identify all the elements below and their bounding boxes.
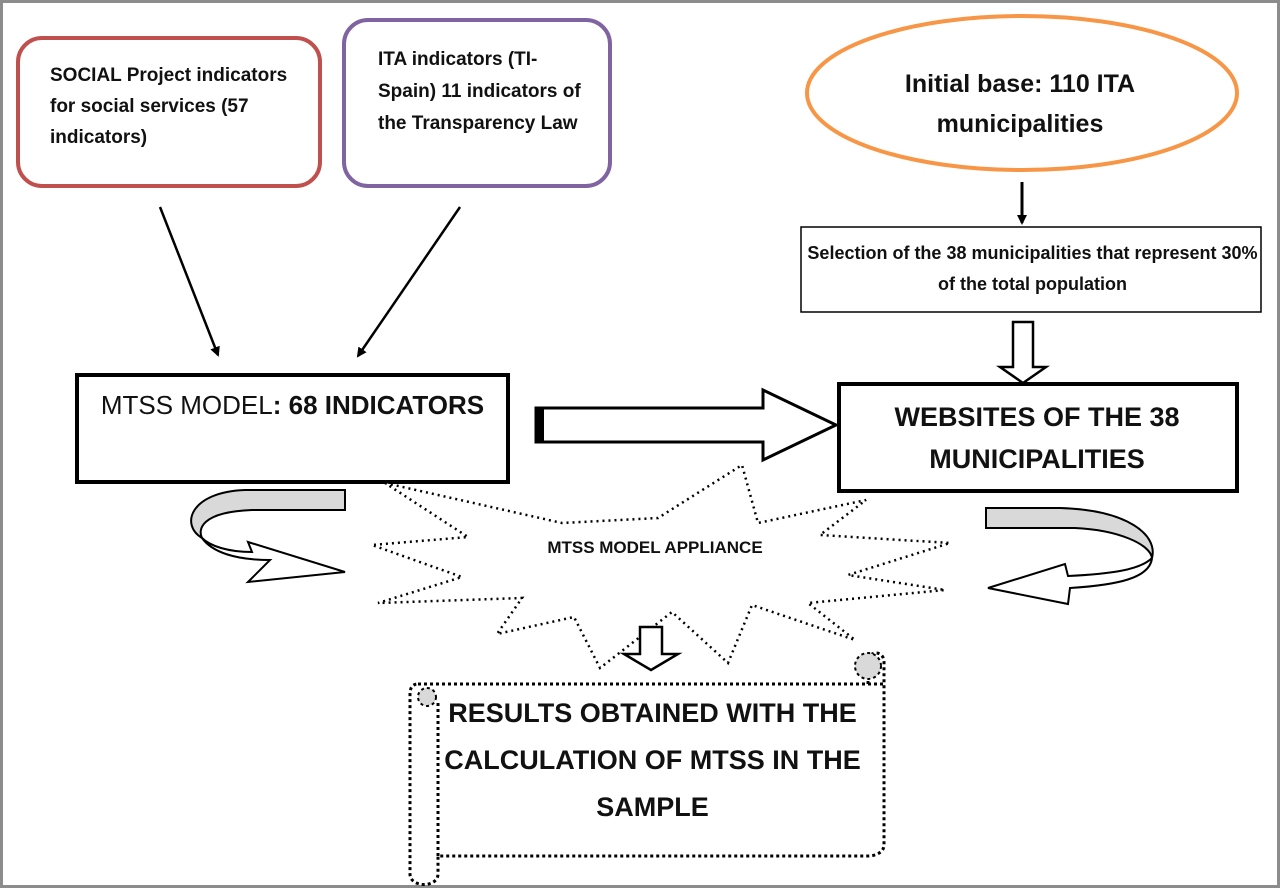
mtss-model-box: [75, 373, 510, 484]
ita-indicators-box: [342, 18, 612, 188]
selection-box: [800, 226, 1262, 313]
arrow-social-to-model: [158, 206, 220, 357]
websites-box: [837, 382, 1239, 493]
mtss-model-title: MTSS MODEL: 68 INDICATORS: [80, 390, 505, 421]
arrow-ita-to-model: [356, 206, 462, 358]
social-indicators-text: SOCIAL Project indicators for social ser…: [50, 65, 288, 148]
curved-arrow-right: [985, 507, 1154, 606]
hollow-arrow-to-results: [619, 625, 683, 672]
initial-base-ellipse: [805, 14, 1239, 172]
websites-text: WEBSITES OF THE 38 MUNICIPALITIES: [894, 402, 1180, 474]
social-indicators-box: [16, 36, 322, 188]
selection-text: Selection of the 38 municipalities that …: [807, 243, 1258, 294]
big-arrow-model-to-websites: [534, 387, 840, 463]
curved-arrow-left: [190, 489, 346, 584]
mtss-model-count: : 68 INDICATORS: [272, 390, 485, 420]
appliance-starburst: [371, 463, 951, 670]
results-text: RESULTS OBTAINED WITH THE CALCULATION OF…: [444, 698, 861, 822]
results-scroll: [408, 651, 886, 886]
mtss-model-prefix: MTSS MODEL: [100, 390, 273, 420]
ita-indicators-text: ITA indicators (TI-Spain) 11 indicators …: [378, 49, 581, 134]
initial-base-text: Initial base: 110 ITA municipalities: [904, 70, 1136, 138]
hollow-arrow-to-websites: [996, 320, 1050, 385]
appliance-text: MTSS MODEL APPLIANCE: [547, 538, 763, 557]
